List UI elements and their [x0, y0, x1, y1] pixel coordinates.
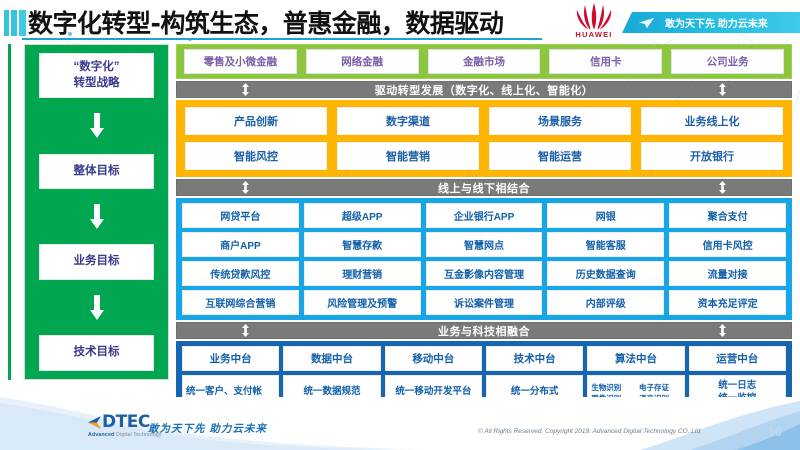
orange-row: 智能风控 智能营销 智能运营 开放银行	[185, 142, 783, 170]
application-cell[interactable]: 智慧存款	[303, 232, 421, 257]
header-banner: 敢为天下先 助力云未来	[622, 12, 800, 33]
updown-arrow-icon	[719, 181, 726, 194]
title-underline	[22, 38, 542, 40]
application-cell[interactable]: 网银	[547, 203, 665, 228]
driver-cell[interactable]: 业务线上化	[641, 107, 783, 135]
layer-stack: 零售及小微金融 网络金融 金融市场 信用卡 公司业务 驱动转型发展（数字化、线上…	[176, 44, 792, 429]
orange-row: 产品创新 数字渠道 场景服务 业务线上化	[185, 107, 783, 135]
slide-footer: DTEC Advanced Digital Technology 敢为天下先 助…	[0, 397, 800, 450]
slide-header: 数字化转型-构筑生态，普惠金融，数据驱动 HUAWEI 敢为天下先 助力云未来	[0, 0, 800, 42]
platform-header-cell[interactable]: 技术中台	[485, 346, 584, 371]
band-label: 业务与科技相融合	[438, 325, 530, 338]
application-cell[interactable]: 历史数据查询	[547, 261, 665, 286]
strategy-item-0[interactable]: “数字化” 转型战略	[39, 53, 154, 99]
application-cell[interactable]: 超级APP	[303, 203, 421, 228]
section-applications: 网贷平台 超级APP 企业银行APP 网银 聚合支付 商户APP 智慧存款 智慧…	[176, 198, 792, 320]
platform-header-cell[interactable]: 移动中台	[384, 346, 482, 371]
dtec-tagline: Advanced Digital Technology	[88, 432, 162, 438]
driver-cell[interactable]: 智能运营	[489, 142, 631, 170]
strategy-item-3[interactable]: 技术目标	[39, 335, 154, 371]
arrow-down-icon-3	[89, 294, 104, 320]
huawei-logo: HUAWEI	[566, 2, 622, 42]
left-accent-line	[8, 44, 11, 380]
dtec-tagline-bold: Advanced	[88, 432, 115, 438]
driver-cell[interactable]: 开放银行	[641, 142, 783, 170]
application-cell[interactable]: 风险管理及预警	[303, 290, 421, 315]
algorithm-item: 生物识别	[591, 382, 622, 392]
footer-decoration	[0, 397, 800, 450]
updown-arrow-icon	[719, 324, 726, 337]
platform-header-cell[interactable]: 业务中台	[182, 346, 280, 371]
driver-cell[interactable]: 场景服务	[489, 107, 631, 135]
driver-cell[interactable]: 数字渠道	[337, 107, 479, 135]
application-cell[interactable]: 互金影像内容管理	[425, 261, 543, 286]
dtec-tagline-rest: Digital Technology	[114, 432, 162, 438]
band-online-offline: 线上与线下相结合	[176, 179, 792, 196]
application-cell[interactable]: 理财营销	[303, 261, 421, 286]
application-cell[interactable]: 资本充足评定	[669, 290, 786, 315]
platform-header-cell[interactable]: 算法中台	[587, 346, 685, 371]
page-number: 10	[767, 424, 782, 439]
business-line-cell[interactable]: 金融市场	[427, 49, 541, 74]
arrow-down-icon-2	[89, 203, 104, 229]
application-cell[interactable]: 聚合支付	[669, 203, 786, 228]
strategy-item-0-line1: “数字化”	[73, 61, 120, 73]
updown-arrow-icon	[242, 181, 249, 194]
application-row: 互联网综合营销 风险管理及预警 诉讼案件管理 内部评级 资本充足评定	[182, 290, 786, 315]
arrow-down-icon-1	[89, 112, 104, 138]
application-row: 商户APP 智慧存款 智慧网点 智能客服 信用卡风控	[182, 232, 786, 257]
dtec-logo: DTEC Advanced Digital Technology	[88, 414, 162, 438]
application-cell[interactable]: 企业银行APP	[425, 203, 543, 228]
application-row: 网贷平台 超级APP 企业银行APP 网银 聚合支付	[182, 203, 786, 228]
section-business-lines: 零售及小微金融 网络金融 金融市场 信用卡 公司业务	[176, 44, 792, 79]
application-cell[interactable]: 信用卡风控	[669, 232, 786, 257]
application-cell[interactable]: 网贷平台	[182, 203, 299, 228]
strategy-column: “数字化” 转型战略 整体目标 业务目标 技术目标	[24, 44, 169, 380]
driver-cell[interactable]: 智能营销	[337, 142, 479, 170]
business-line-cell[interactable]: 公司业务	[671, 49, 784, 74]
dtec-wordmark: DTEC	[102, 412, 150, 432]
band-label: 线上与线下相结合	[438, 182, 530, 195]
application-row: 传统贷款风控 理财营销 互金影像内容管理 历史数据查询 流量对接	[182, 261, 786, 286]
platform-header-cell[interactable]: 数据中台	[283, 346, 381, 371]
footer-slogan: 敢为天下先 助力云未来	[148, 423, 267, 435]
decorative-stripe-icon	[4, 10, 26, 36]
band-business-tech-fusion: 业务与科技相融合	[176, 322, 792, 339]
copyright-text: © All Rights Reserved. Copyright 2019. A…	[478, 428, 701, 435]
business-line-cell[interactable]: 信用卡	[549, 49, 663, 74]
driver-cell[interactable]: 智能风控	[185, 142, 327, 170]
application-cell[interactable]: 流量对接	[669, 261, 786, 286]
application-cell[interactable]: 商户APP	[182, 232, 299, 257]
band-label: 驱动转型发展（数字化、线上化、智能化）	[374, 84, 594, 97]
driver-cell[interactable]: 产品创新	[185, 107, 327, 135]
dtec-triangle-icon	[88, 416, 101, 429]
strategy-item-2[interactable]: 业务目标	[39, 244, 154, 280]
page-title: 数字化转型-构筑生态，普惠金融，数据驱动	[28, 9, 504, 38]
huawei-flower-icon	[576, 3, 612, 30]
architecture-diagram: “数字化” 转型战略 整体目标 业务目标 技术目标 零售及小微金融 网络金融 金…	[0, 42, 800, 429]
application-cell[interactable]: 内部评级	[547, 290, 665, 315]
updown-arrow-icon	[242, 324, 249, 337]
section-transformation-drivers: 产品创新 数字渠道 场景服务 业务线上化 智能风控 智能营销 智能运营 开放银行	[176, 100, 792, 177]
algorithm-item: 电子存证	[638, 382, 669, 392]
strategy-item-0-line2: 转型战略	[73, 76, 120, 89]
application-cell[interactable]: 传统贷款风控	[182, 261, 299, 286]
banner-slogan: 敢为天下先 助力云未来	[665, 19, 768, 30]
application-cell[interactable]: 诉讼案件管理	[425, 290, 543, 315]
strategy-item-1[interactable]: 整体目标	[39, 153, 154, 190]
application-cell[interactable]: 智慧网点	[425, 232, 543, 257]
huawei-wordmark: HUAWEI	[575, 30, 613, 39]
paper-plane-icon	[638, 17, 655, 28]
business-line-cell[interactable]: 零售及小微金融	[184, 49, 297, 74]
application-cell[interactable]: 互联网综合营销	[182, 290, 299, 315]
application-cell[interactable]: 智能客服	[547, 232, 665, 257]
business-line-cell[interactable]: 网络金融	[305, 49, 419, 74]
platform-header-row: 业务中台 数据中台 移动中台 技术中台 算法中台 运营中台	[182, 346, 786, 371]
updown-arrow-icon	[719, 83, 726, 96]
updown-arrow-icon	[242, 83, 249, 96]
platform-header-cell[interactable]: 运营中台	[688, 346, 786, 371]
band-drive-transformation: 驱动转型发展（数字化、线上化、智能化）	[176, 81, 792, 98]
